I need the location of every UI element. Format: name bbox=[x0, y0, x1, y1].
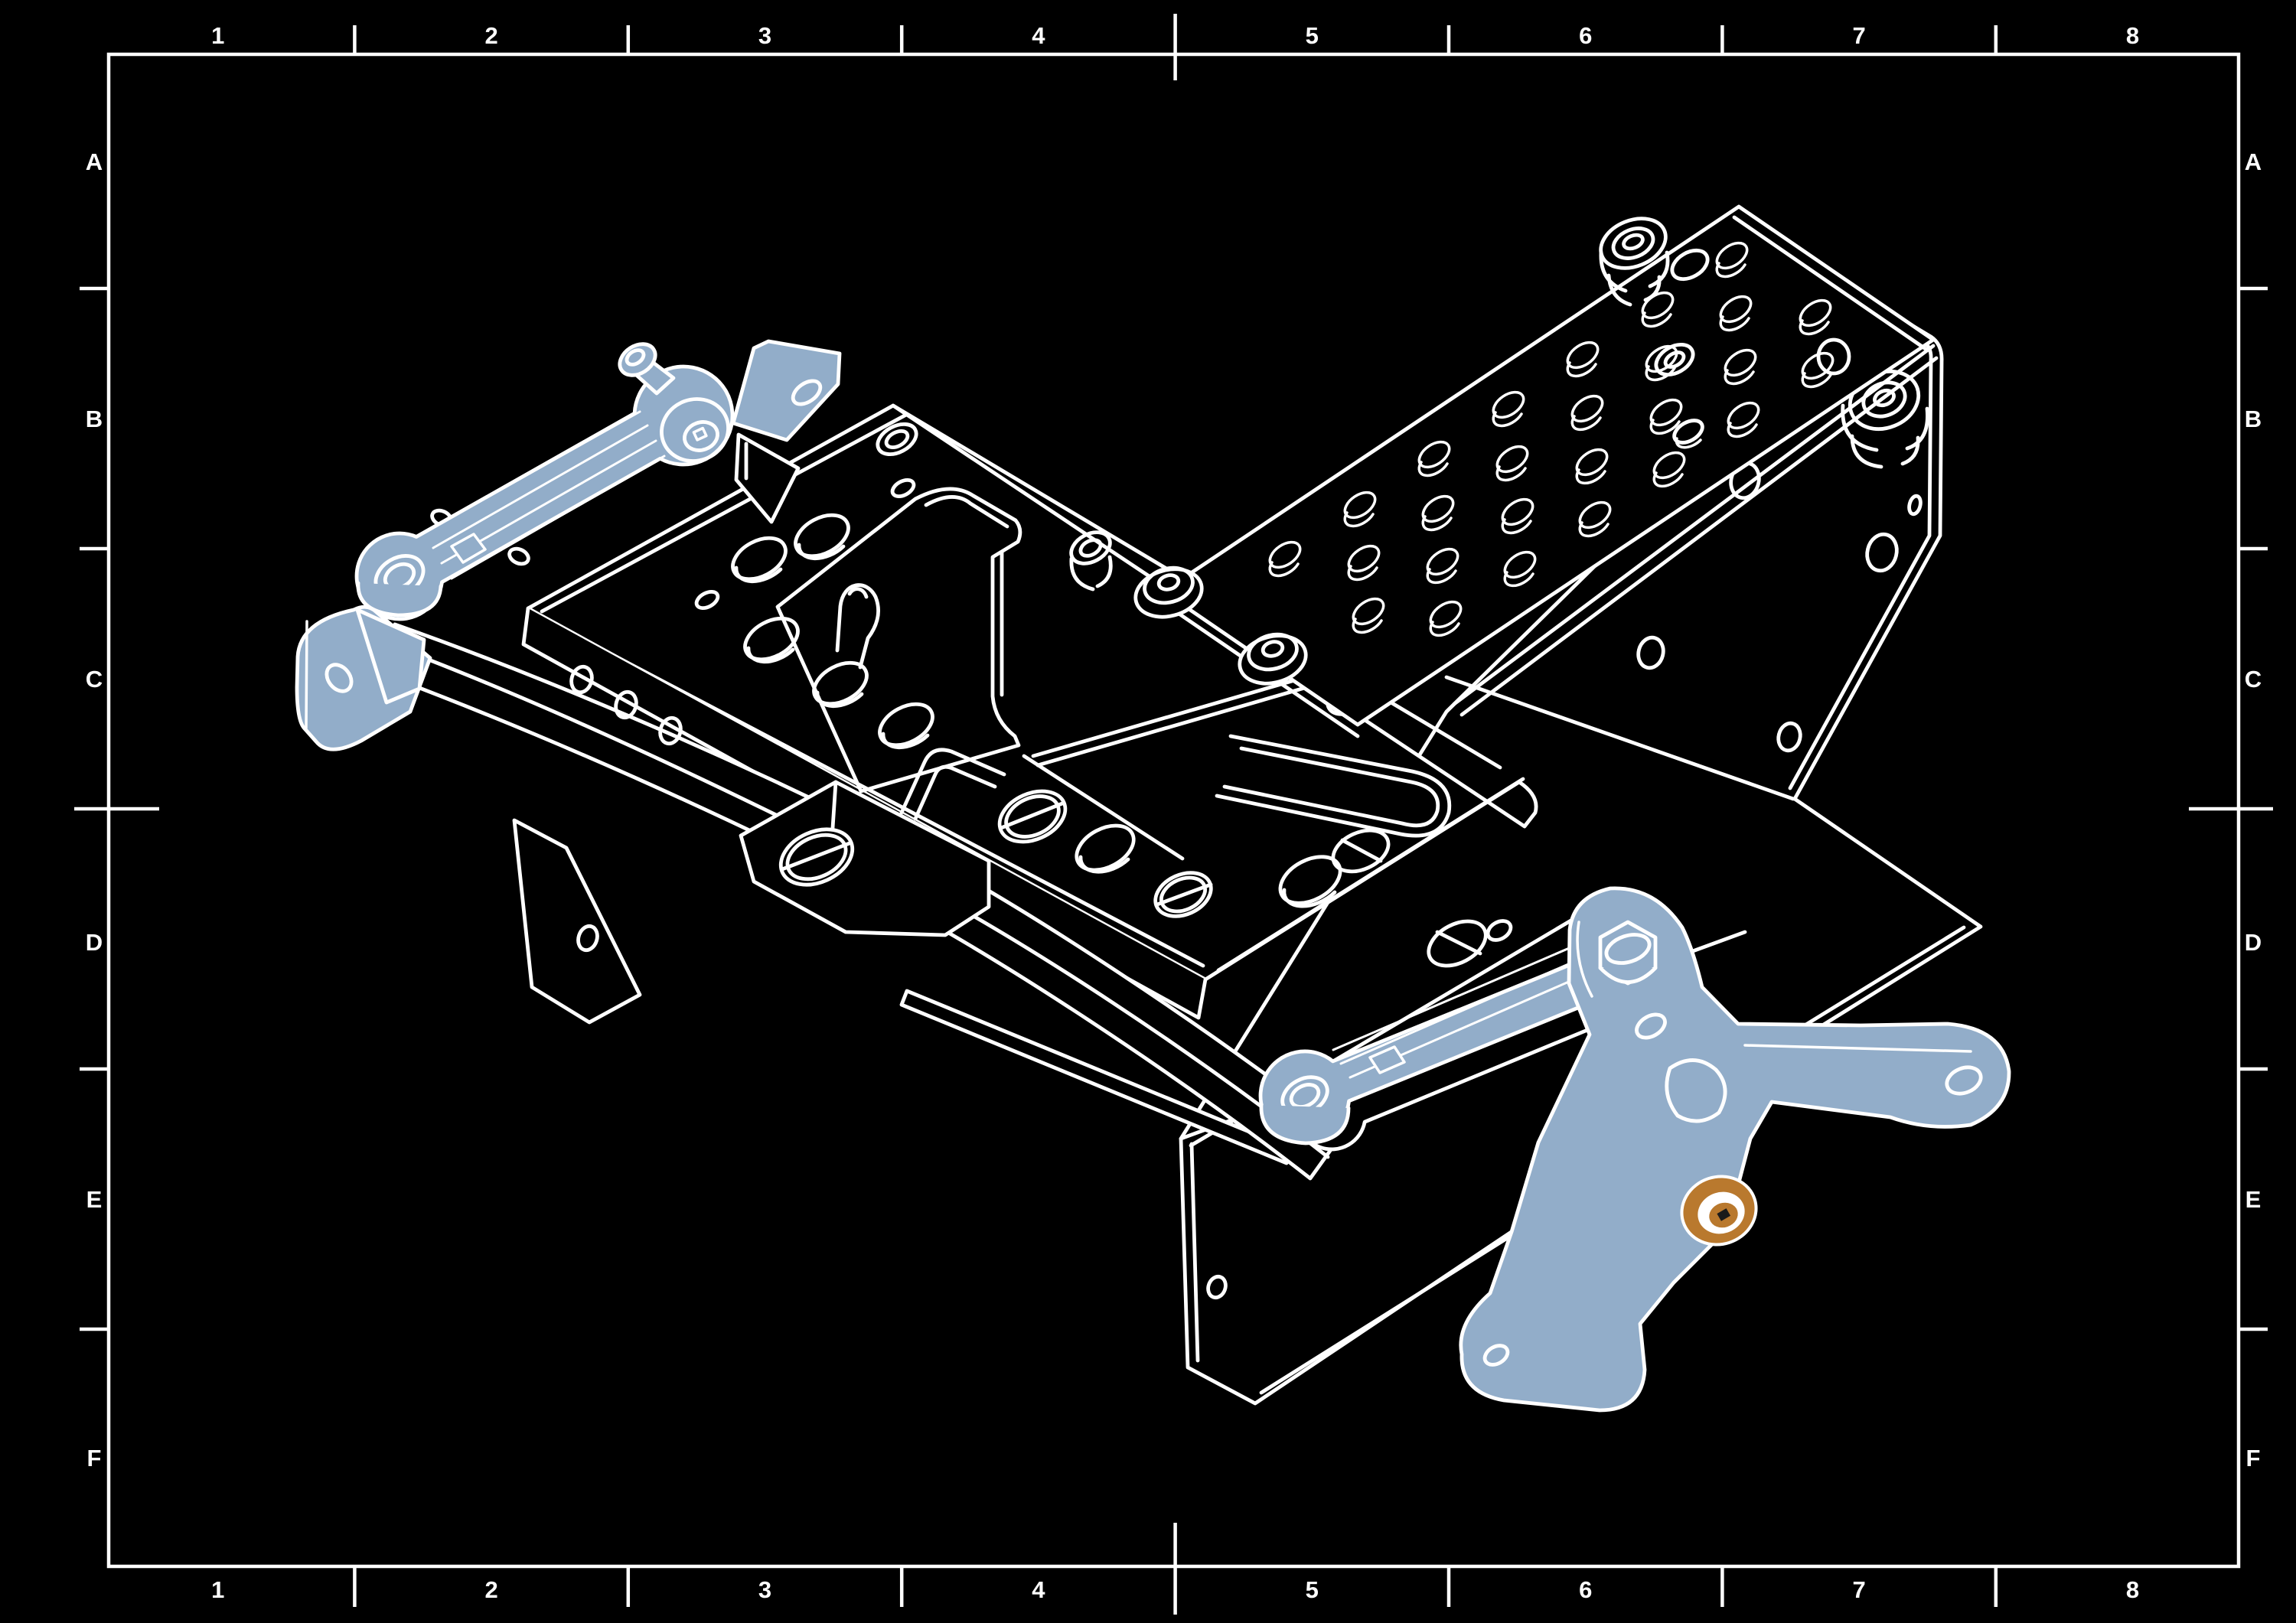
svg-text:3: 3 bbox=[758, 1576, 771, 1603]
svg-text:2: 2 bbox=[484, 1576, 497, 1603]
svg-text:6: 6 bbox=[1579, 1576, 1592, 1603]
svg-text:1: 1 bbox=[211, 1576, 224, 1603]
svg-text:C: C bbox=[2245, 666, 2262, 693]
svg-text:5: 5 bbox=[1306, 22, 1319, 49]
svg-text:F: F bbox=[2246, 1445, 2261, 1471]
svg-text:3: 3 bbox=[758, 22, 771, 49]
svg-text:B: B bbox=[2245, 406, 2262, 432]
svg-text:D: D bbox=[2245, 929, 2262, 956]
svg-text:E: E bbox=[86, 1186, 103, 1213]
svg-text:C: C bbox=[86, 666, 103, 693]
svg-text:1: 1 bbox=[211, 22, 224, 49]
svg-text:7: 7 bbox=[1852, 1576, 1865, 1603]
svg-text:2: 2 bbox=[484, 22, 497, 49]
svg-text:8: 8 bbox=[2126, 1576, 2139, 1603]
svg-text:F: F bbox=[87, 1445, 102, 1471]
svg-text:5: 5 bbox=[1306, 1576, 1319, 1603]
svg-text:8: 8 bbox=[2126, 22, 2139, 49]
svg-text:D: D bbox=[86, 929, 103, 956]
svg-text:B: B bbox=[86, 406, 103, 432]
svg-text:6: 6 bbox=[1579, 22, 1592, 49]
svg-text:7: 7 bbox=[1852, 22, 1865, 49]
svg-text:4: 4 bbox=[1032, 22, 1045, 49]
svg-text:A: A bbox=[2245, 148, 2262, 175]
svg-text:A: A bbox=[86, 148, 103, 175]
svg-text:E: E bbox=[2245, 1186, 2262, 1213]
svg-text:4: 4 bbox=[1032, 1576, 1045, 1603]
